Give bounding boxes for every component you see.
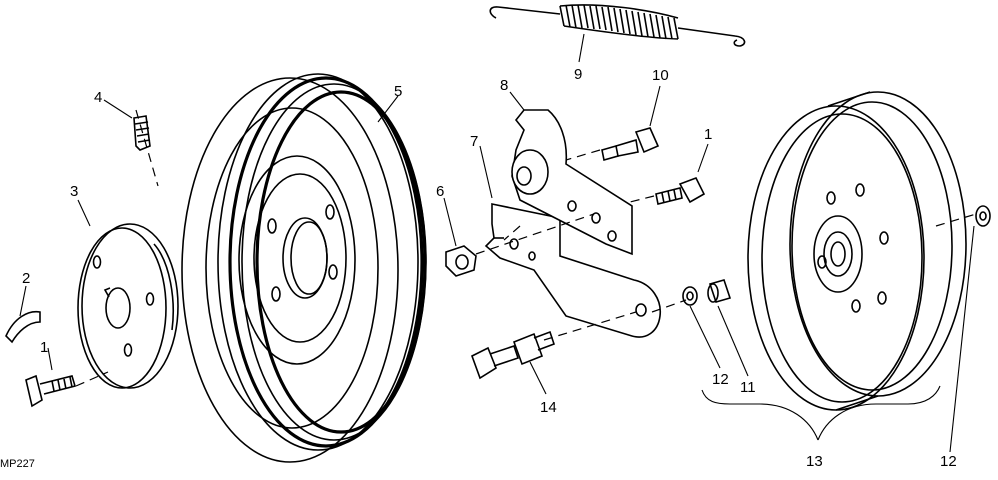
callout-1-left: 1 <box>40 339 48 356</box>
hub <box>77 223 179 389</box>
pivot-bolt <box>471 330 556 380</box>
callout-5: 5 <box>394 83 402 100</box>
woodruff-key <box>5 310 41 344</box>
figure-id: MP227 <box>0 458 35 470</box>
callout-14: 14 <box>540 399 557 416</box>
shoulder-bolt <box>601 127 660 162</box>
washer-right <box>975 205 991 227</box>
callout-7: 7 <box>470 133 478 150</box>
hex-nut <box>445 245 477 277</box>
alignment-lines <box>75 109 977 387</box>
flat-idler-pulley <box>747 91 967 411</box>
callout-6: 6 <box>436 183 444 200</box>
callout-11: 11 <box>740 379 756 396</box>
washer-left <box>682 286 698 306</box>
callout-10: 10 <box>652 67 669 84</box>
callout-13: 13 <box>806 453 823 470</box>
cap-screw-right <box>655 176 706 205</box>
callout-4: 4 <box>94 89 102 106</box>
callout-9: 9 <box>574 66 582 83</box>
spacer <box>707 279 732 303</box>
callout-3: 3 <box>70 183 78 200</box>
idler-bracket <box>511 109 633 256</box>
callout-1-right: 1 <box>704 126 712 143</box>
cap-screw-left <box>25 374 77 408</box>
extension-spring <box>489 4 746 47</box>
leader-lines <box>19 33 975 453</box>
v-belt-pulley <box>181 73 427 463</box>
callout-2: 2 <box>22 270 30 287</box>
callout-labels: 1 2 3 4 5 6 7 8 9 10 1 12 11 14 13 12 MP… <box>0 66 957 470</box>
callout-8: 8 <box>500 77 508 94</box>
callout-12-left: 12 <box>712 371 729 388</box>
set-screw <box>133 115 151 151</box>
callout-12-right: 12 <box>940 453 957 470</box>
idler-arm <box>484 203 661 338</box>
